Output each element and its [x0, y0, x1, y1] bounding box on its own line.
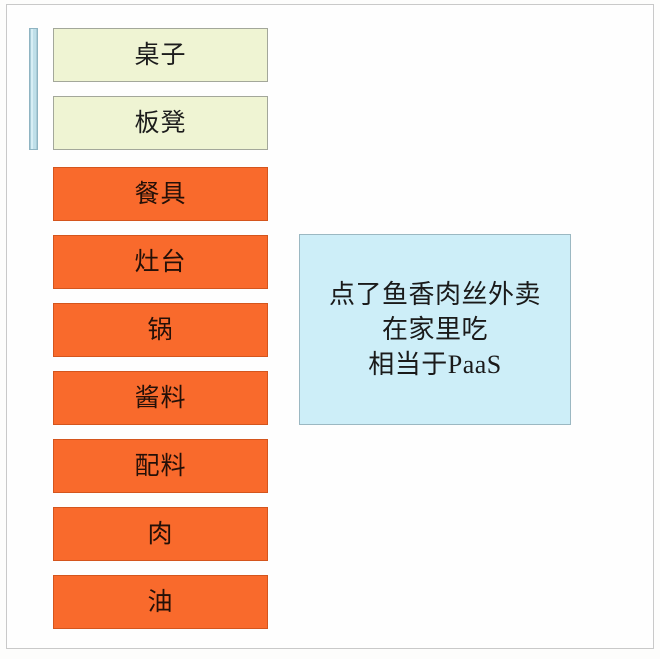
stack-item-label: 餐具 [134, 180, 187, 208]
stack-item[interactable]: 桌子 [53, 28, 268, 82]
stack-item-label: 板凳 [134, 109, 187, 137]
stack-item-label: 锅 [147, 316, 174, 344]
stack-item-label: 油 [147, 588, 174, 616]
stack-item-label: 肉 [147, 520, 174, 548]
stack-item[interactable]: 板凳 [53, 96, 268, 150]
stack-item[interactable]: 餐具 [53, 167, 268, 221]
stack-item[interactable]: 油 [53, 575, 268, 629]
stack-item[interactable]: 灶台 [53, 235, 268, 289]
note-line-3: 相当于PaaS [368, 350, 502, 379]
stack-item[interactable]: 锅 [53, 303, 268, 357]
stack-item-label: 酱料 [134, 384, 187, 412]
note-line-2: 在家里吃 [381, 314, 488, 344]
stack-item-label: 桌子 [134, 41, 187, 69]
stack-item[interactable]: 肉 [53, 507, 268, 561]
left-vertical-bracket-icon [29, 28, 38, 150]
stack-item[interactable]: 酱料 [53, 371, 268, 425]
stack-item-label: 灶台 [134, 248, 187, 276]
stack-item-label: 配料 [134, 452, 187, 480]
note-callout-box: 点了鱼香肉丝外卖 在家里吃 相当于PaaS [299, 234, 571, 425]
stack-item[interactable]: 配料 [53, 439, 268, 493]
note-line-1: 点了鱼香肉丝外卖 [328, 279, 541, 309]
